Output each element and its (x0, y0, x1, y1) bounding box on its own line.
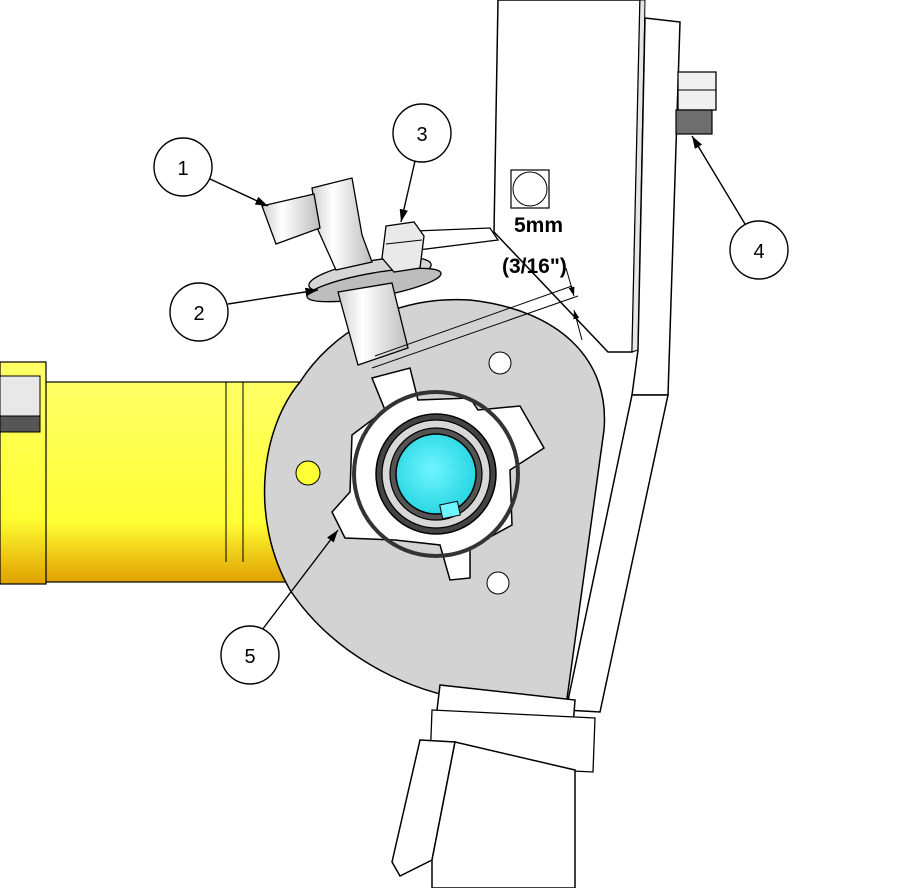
callout-5: 5 (220, 529, 339, 685)
callout-4: 4 (691, 135, 789, 280)
lower-bracket (391, 684, 596, 888)
plate-hole-top (488, 351, 512, 375)
dimension-metric-label: 5mm (514, 214, 563, 237)
callout-circle-icon (153, 137, 213, 197)
plate-hole-bottom (486, 571, 510, 595)
sensor-assembly (261, 177, 500, 366)
hub-assembly (331, 367, 546, 581)
callout-3: 3 (392, 103, 452, 223)
hub-bore (395, 433, 477, 515)
callout-3-label: 3 (416, 124, 427, 146)
yellow-arm (0, 361, 301, 585)
hex-nut (675, 71, 717, 135)
callout-circle-icon (729, 220, 789, 280)
plate-hole-yellow (295, 460, 321, 486)
callout-circle-icon (220, 625, 280, 685)
dimension-imperial-label: (3/16") (502, 255, 567, 278)
callout-2: 2 (169, 282, 319, 342)
callout-circle-icon (169, 282, 229, 342)
callout-2-label: 2 (193, 303, 204, 325)
mounting-bracket (493, 0, 681, 713)
callout-1-label: 1 (177, 158, 188, 180)
callout-5-label: 5 (244, 646, 255, 668)
callout-1: 1 (153, 137, 269, 207)
dimension-marks: 5mm (3/16") (371, 214, 583, 369)
callout-circle-icon (392, 103, 452, 163)
callout-4-label: 4 (753, 241, 764, 263)
